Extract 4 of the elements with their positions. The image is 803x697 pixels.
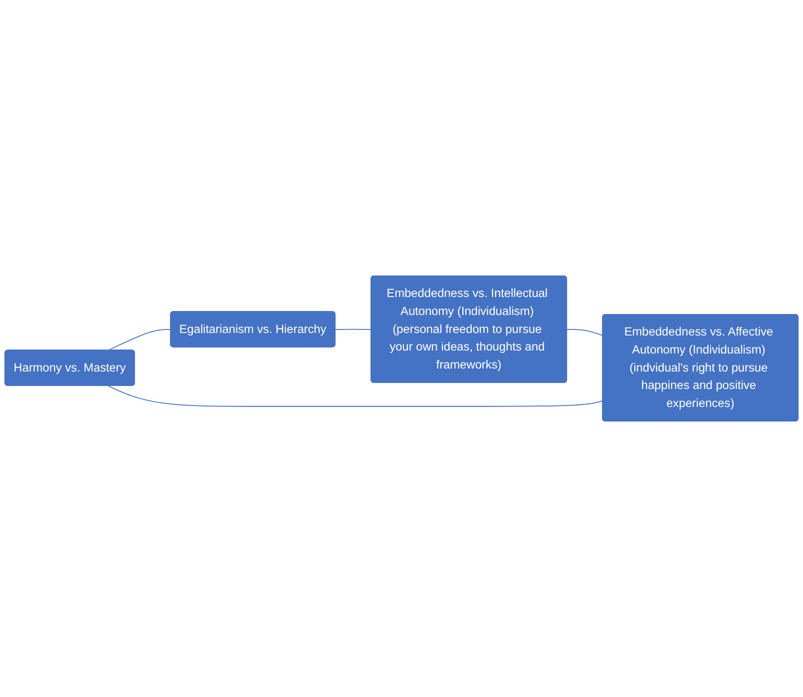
connector — [108, 385, 604, 407]
connector — [335, 328, 372, 330]
connector — [566, 328, 604, 336]
connector — [108, 329, 172, 351]
